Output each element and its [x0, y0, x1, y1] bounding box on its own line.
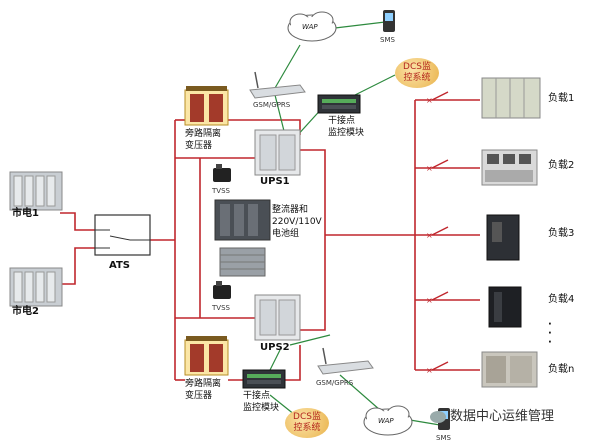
- city2-feed-line: [60, 247, 95, 285]
- continuation-dots: · · ·: [548, 319, 552, 348]
- ats-label: ATS: [109, 260, 130, 271]
- bottom-transformer: [184, 336, 229, 376]
- dcs-bottom-badge: DCS监 控系统: [285, 408, 329, 438]
- sms-top-label: SMS: [380, 36, 395, 44]
- load3-equipment: [486, 214, 520, 261]
- ups1-label: UPS1: [260, 176, 290, 187]
- breaker-switches: [431, 91, 449, 371]
- breaker-3: [431, 226, 449, 236]
- svg-text:×: ×: [426, 366, 433, 375]
- wap-bottom-label: WAP: [378, 417, 394, 425]
- ups2-unit: [254, 294, 301, 341]
- load1-equipment: [481, 77, 541, 119]
- ups1-unit: [254, 129, 301, 176]
- watermark: 数据中心运维管理: [430, 405, 554, 424]
- city2-cabinet: [9, 267, 63, 307]
- tvss-top-label: TVSS: [212, 187, 230, 195]
- gsm-bottom-label: GSM/GPRS: [316, 379, 354, 387]
- tvss-bottom-device: [213, 281, 231, 299]
- city1-label: 市电1: [12, 208, 39, 219]
- breaker-2: [431, 159, 449, 169]
- rectifier-label: 整流器和 220V/110V 电池组: [272, 205, 322, 239]
- wap-cloud-bottom: [363, 405, 413, 436]
- wap-top-to-sms: [334, 21, 386, 29]
- battery-bank: [219, 247, 266, 277]
- wap-cloud-top: [287, 11, 337, 42]
- drycontact-top-module: [317, 94, 361, 114]
- gsm-router-top: [249, 71, 306, 99]
- load1-label: 负载1: [548, 93, 575, 104]
- loadn-equipment: [481, 351, 538, 388]
- load2-equipment: [481, 149, 538, 186]
- svg-text:×: ×: [426, 96, 433, 105]
- loadn-label: 负载n: [548, 364, 575, 375]
- tvss-top-device: [213, 164, 231, 182]
- rectifier-cabinet: [214, 199, 271, 241]
- bottom-transformer-label: 旁路隔离 变压器: [185, 379, 222, 401]
- ups-output-loop: [300, 149, 326, 331]
- city2-label: 市电2: [12, 306, 39, 317]
- sms-phone-top: [383, 10, 395, 32]
- breaker-4: [431, 291, 449, 301]
- gsm-top-to-ups1: [274, 94, 286, 136]
- top-transformer: [184, 86, 229, 126]
- svg-text:×: ×: [426, 231, 433, 240]
- load3-label: 负载3: [548, 228, 575, 239]
- top-transformer-label: 旁路隔离 变压器: [185, 129, 222, 151]
- load2-label: 负载2: [548, 160, 575, 171]
- load4-label: 负载4: [548, 294, 575, 305]
- tvss-bottom-label: TVSS: [212, 304, 230, 312]
- breaker-n: [431, 361, 449, 371]
- gsm-top-label: GSM/GPRS: [253, 101, 291, 109]
- wap-bottom-to-sms: [409, 419, 441, 426]
- drycontact-bottom-module: [242, 369, 286, 389]
- watermark-text: 数据中心运维管理: [450, 409, 555, 424]
- drycontact-top-label: 干接点 监控模块: [328, 116, 365, 138]
- gsm-top-to-wap: [274, 44, 301, 89]
- wap-top-label: WAP: [302, 23, 318, 31]
- gsm-bottom-to-ups2: [289, 334, 331, 346]
- drycontact-bottom-label: 干接点 监控模块: [243, 391, 280, 413]
- ats-box: [94, 214, 151, 256]
- city1-cabinet: [9, 171, 63, 211]
- sms-bottom-label: SMS: [436, 434, 451, 442]
- breaker-marks: × × × × ×: [426, 96, 433, 375]
- gsm-bottom-to-wap: [339, 374, 381, 411]
- svg-text:×: ×: [426, 296, 433, 305]
- breaker-1: [431, 91, 449, 101]
- svg-text:×: ×: [426, 164, 433, 173]
- ups2-label: UPS2: [260, 342, 290, 353]
- wechat-icon: [430, 410, 446, 423]
- load4-equipment: [488, 286, 522, 328]
- gsm-router-bottom: [317, 347, 374, 375]
- dcs-top-badge: DCS监 控系统: [395, 58, 439, 88]
- power-lines: [60, 99, 480, 381]
- city1-feed-line: [60, 212, 95, 231]
